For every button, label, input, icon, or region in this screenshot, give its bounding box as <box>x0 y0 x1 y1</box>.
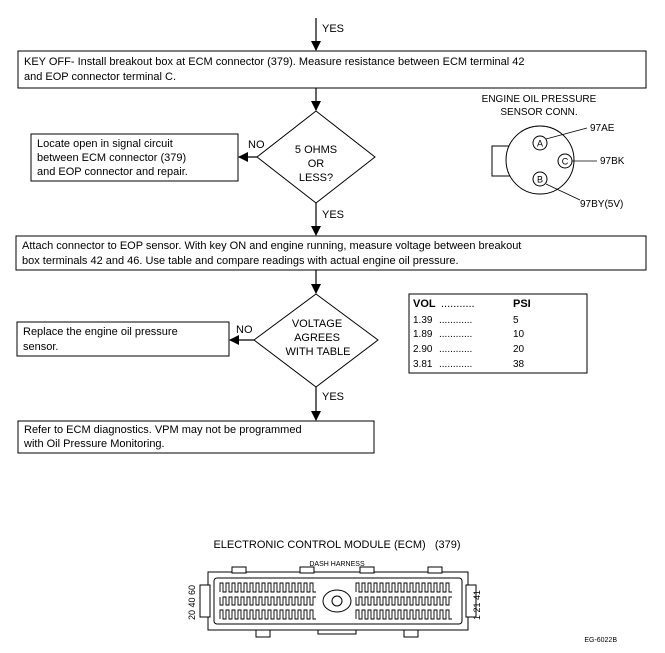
table-row-vol: 3.81 <box>413 359 433 370</box>
decision2-no-label: NO <box>236 324 253 336</box>
sensor-pin-c-wire: 97BK <box>600 156 625 167</box>
ecm-pin-rows <box>219 582 452 620</box>
decision1-line2: OR <box>308 158 325 170</box>
ecm-left-pin-numbers: 20 40 60 <box>187 585 197 620</box>
end-box: Refer to ECM diagnostics. VPM may not be… <box>17 420 375 454</box>
sensor-title-line1: ENGINE OIL PRESSURE <box>482 94 597 105</box>
table-row-psi: 38 <box>513 359 525 370</box>
step2-line1: Attach connector to EOP sensor. With key… <box>22 240 521 252</box>
decision2-line3: WITH TABLE <box>286 346 351 358</box>
decision1-no-label: NO <box>248 139 265 151</box>
decision2-line1: VOLTAGE <box>292 318 342 330</box>
table-row-vol: 2.90 <box>413 344 433 355</box>
sensor-pin-b-wire: 97BY(5V) <box>580 199 623 210</box>
step1-line2: and EOP connector terminal C. <box>24 71 176 83</box>
table-row-vol: 1.89 <box>413 329 433 340</box>
step1-box: KEY OFF- Install breakout box at ECM con… <box>17 50 647 89</box>
ecm-pin-row <box>219 609 316 620</box>
table-row: 1.89 ............ 10 <box>413 329 525 340</box>
svg-text:...........: ........... <box>441 298 475 310</box>
sensor-title-line2: SENSOR CONN. <box>500 107 577 118</box>
step2-line2: box terminals 42 and 46. Use table and c… <box>22 255 459 267</box>
ecm-title: ELECTRONIC CONTROL MODULE (ECM) (379) <box>213 539 460 551</box>
table-row: 1.39 ............ 5 <box>413 315 519 326</box>
step1-line1: KEY OFF- Install breakout box at ECM con… <box>24 56 525 68</box>
decision2-line2: AGREES <box>294 332 340 344</box>
no-box1-line2: between ECM connector (379) <box>37 152 186 164</box>
svg-text:............: ............ <box>439 315 472 326</box>
no-box1-line1: Locate open in signal circuit <box>37 138 173 150</box>
no-box1: Locate open in signal circuit between EC… <box>30 133 239 182</box>
sensor-connector: ENGINE OIL PRESSURE SENSOR CONN. A 97AE … <box>482 94 625 210</box>
end-box-line2: with Oil Pressure Monitoring. <box>23 438 165 450</box>
step2-box: Attach connector to EOP sensor. With key… <box>15 235 647 271</box>
svg-text:............: ............ <box>439 344 472 355</box>
ecm-pin-row <box>355 582 452 593</box>
table-row-vol: 1.39 <box>413 315 433 326</box>
ecm-right-pin-numbers: 1 21 41 <box>472 590 482 620</box>
figure-code: EG-6022B <box>584 637 617 644</box>
table-row-psi: 20 <box>513 344 525 355</box>
table-header-vol: VOL <box>413 298 436 310</box>
no-box2-line2: sensor. <box>23 341 58 353</box>
table-header-psi: PSI <box>513 298 531 310</box>
decision1-diamond: 5 OHMS OR LESS? <box>256 110 376 204</box>
svg-text:............: ............ <box>439 329 472 340</box>
table-row-psi: 10 <box>513 329 525 340</box>
ecm-pin-row <box>355 596 452 606</box>
sensor-pin-b-letter: B <box>537 175 543 185</box>
ecm-pin-row <box>219 596 316 606</box>
ecm-pin-row <box>355 609 452 620</box>
sensor-body <box>505 125 575 195</box>
no-box2-line1: Replace the engine oil pressure <box>23 326 178 338</box>
decision1-line1: 5 OHMS <box>295 144 337 156</box>
end-box-line1: Refer to ECM diagnostics. VPM may not be… <box>24 424 302 436</box>
sensor-pin-a-letter: A <box>537 139 543 149</box>
sensor-pin-b <box>532 171 548 187</box>
decision2-diamond: VOLTAGE AGREES WITH TABLE <box>253 293 379 388</box>
svg-text:............: ............ <box>439 359 472 370</box>
table-row: 2.90 ............ 20 <box>413 344 525 355</box>
sensor-pin-a-wire: 97AE <box>590 123 615 134</box>
sensor-pin-c-letter: C <box>562 157 569 167</box>
no-box1-line3: and EOP connector and repair. <box>37 166 188 178</box>
decision2-yes-label: YES <box>322 391 344 403</box>
table-row: 3.81 ............ 38 <box>413 359 525 370</box>
start-yes-label: YES <box>322 23 344 35</box>
no-box2: Replace the engine oil pressure sensor. <box>16 321 230 357</box>
vol-psi-table: VOL ........... PSI 1.39 ............ 5 … <box>408 293 588 374</box>
ecm-pin-row <box>219 582 316 593</box>
ecm-harness-label: DASH HARNESS <box>309 561 365 568</box>
decision1-yes-label: YES <box>322 209 344 221</box>
sensor-pin-a <box>532 135 548 151</box>
decision1-line3: LESS? <box>299 172 333 184</box>
table-row-psi: 5 <box>513 315 519 326</box>
ecm-connector: ELECTRONIC CONTROL MODULE (ECM) (379) DA… <box>187 539 617 644</box>
